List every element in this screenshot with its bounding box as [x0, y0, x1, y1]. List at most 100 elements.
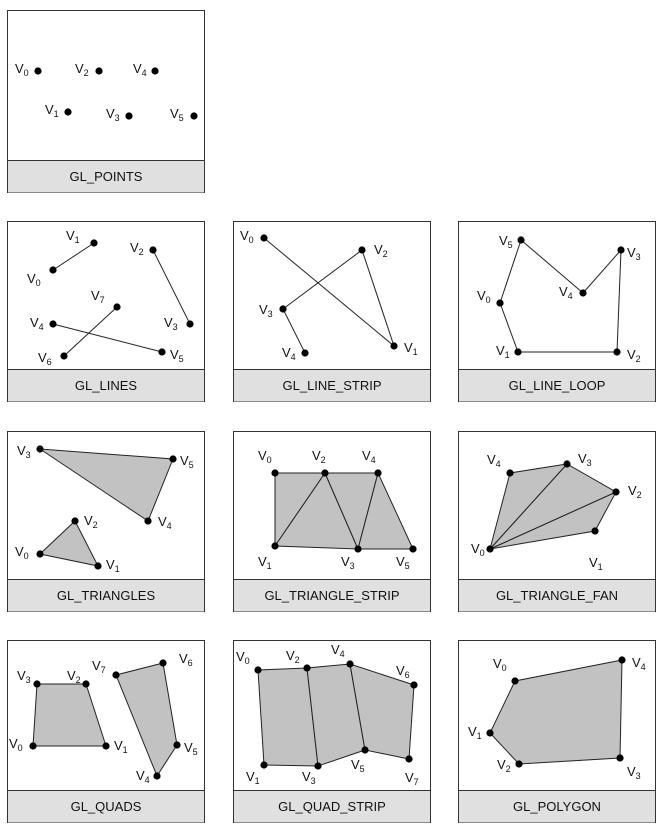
- triangle: [38, 520, 99, 567]
- caption-bar: [234, 580, 430, 612]
- vertex-label: V4: [30, 315, 44, 332]
- vertex-label: V3: [578, 451, 592, 468]
- vertex-dot: [60, 352, 68, 360]
- vertex-label: V5: [396, 554, 410, 571]
- vertex-dot: [64, 108, 72, 116]
- vertex-label: V2: [286, 648, 300, 665]
- vertex-label: V3: [17, 443, 31, 460]
- vertex-dot: [354, 545, 362, 553]
- vertex-label: V6: [179, 651, 193, 668]
- vertex-label: V4: [331, 642, 345, 659]
- triangle: [38, 448, 174, 522]
- vertex-label: V0: [493, 656, 507, 673]
- vertex-dot: [496, 299, 504, 307]
- vertex-dot: [186, 320, 194, 328]
- triangle-fan-shapes: [489, 463, 618, 550]
- panel-caption: GL_TRIANGLE_FAN: [496, 588, 618, 603]
- vertex-dot: [409, 545, 417, 553]
- vertex-dot: [271, 542, 279, 550]
- vertex-label: V2: [84, 513, 98, 530]
- vertex-dot: [612, 488, 620, 496]
- panel-caption: GL_POINTS: [70, 169, 143, 184]
- vertex-dot: [579, 289, 587, 297]
- line-segment: [282, 249, 363, 310]
- vertex-label: V3: [627, 245, 641, 262]
- vertex-dot: [390, 342, 398, 350]
- caption-bar: [8, 580, 204, 612]
- panel-caption: GL_LINE_LOOP: [509, 378, 606, 393]
- vertex-label: V4: [487, 452, 501, 469]
- triangle-strip-shapes: [274, 471, 414, 551]
- line-segment: [52, 242, 95, 271]
- vertex-label: V1: [258, 554, 272, 571]
- triangles-shapes: [38, 448, 174, 567]
- vertex-dot: [102, 742, 110, 750]
- vertex-label: V2: [374, 242, 388, 259]
- vertex-dot: [151, 67, 159, 75]
- vertex-label: V5: [499, 233, 513, 250]
- panel-caption: GL_LINE_STRIP: [283, 378, 382, 393]
- vertex-label: V5: [170, 347, 184, 364]
- vertex-label: V2: [627, 347, 641, 364]
- vertex-dot: [159, 659, 167, 667]
- vertex-dot: [616, 754, 624, 762]
- vertex-dot: [301, 349, 309, 357]
- vertex-label: V3: [164, 315, 178, 332]
- vertex-dot: [321, 469, 329, 477]
- vertex-label: V2: [130, 240, 144, 257]
- panel-caption: GL_TRIANGLE_STRIP: [264, 588, 399, 603]
- vertex-label: V4: [559, 284, 573, 301]
- vertex-label: V6: [38, 350, 52, 367]
- vertex-dot: [486, 545, 494, 553]
- line-segment: [63, 306, 118, 357]
- lines-shapes: [52, 242, 191, 357]
- vertex-label: V5: [180, 453, 194, 470]
- panel-caption: GL_LINES: [75, 378, 137, 393]
- vertex-dot: [303, 664, 311, 672]
- vertex-label: V5: [170, 106, 184, 123]
- vertex-dot: [158, 348, 166, 356]
- quads-shapes: [32, 662, 178, 778]
- vertex-label: V3: [259, 302, 273, 319]
- vertex-dot: [271, 469, 279, 477]
- vertex-label: V4: [282, 345, 296, 362]
- vertex-label: V2: [75, 61, 89, 78]
- vertex-label: V1: [106, 557, 120, 574]
- vertex-label: V3: [106, 106, 120, 123]
- vertex-dot: [94, 562, 102, 570]
- vertex-dot: [173, 741, 181, 749]
- vertex-dot: [254, 666, 262, 674]
- line-loop-shapes: [499, 239, 622, 353]
- vertex-dot: [486, 729, 494, 737]
- vertex-label: V3: [341, 554, 355, 571]
- vertex-label: V3: [302, 769, 316, 786]
- caption-bar: [459, 370, 655, 402]
- vertex-dot: [71, 517, 79, 525]
- vertex-label: V0: [15, 61, 29, 78]
- vertex-label: V2: [628, 483, 642, 500]
- vertex-dot: [617, 246, 625, 254]
- vertex-dot: [112, 671, 120, 679]
- panel-caption: GL_QUADS: [71, 799, 142, 814]
- vertex-dot: [29, 742, 37, 750]
- panel-caption: GL_TRIANGLES: [57, 588, 156, 603]
- vertex-dot: [260, 761, 268, 769]
- polygon-shape: [489, 659, 623, 765]
- vertex-label: V2: [67, 668, 81, 685]
- vertex-dot: [149, 246, 157, 254]
- panel-caption: GL_QUAD_STRIP: [278, 799, 386, 814]
- vertex-label: V2: [497, 757, 511, 774]
- vertex-label: V3: [627, 764, 641, 781]
- vertex-label: V1: [404, 340, 418, 357]
- vertex-label: V1: [496, 343, 510, 360]
- caption-bar: [459, 791, 655, 823]
- vertex-dot: [90, 239, 98, 247]
- vertex-label: V1: [246, 769, 260, 786]
- vertex-dot: [410, 681, 418, 689]
- vertex-label: V1: [589, 555, 603, 572]
